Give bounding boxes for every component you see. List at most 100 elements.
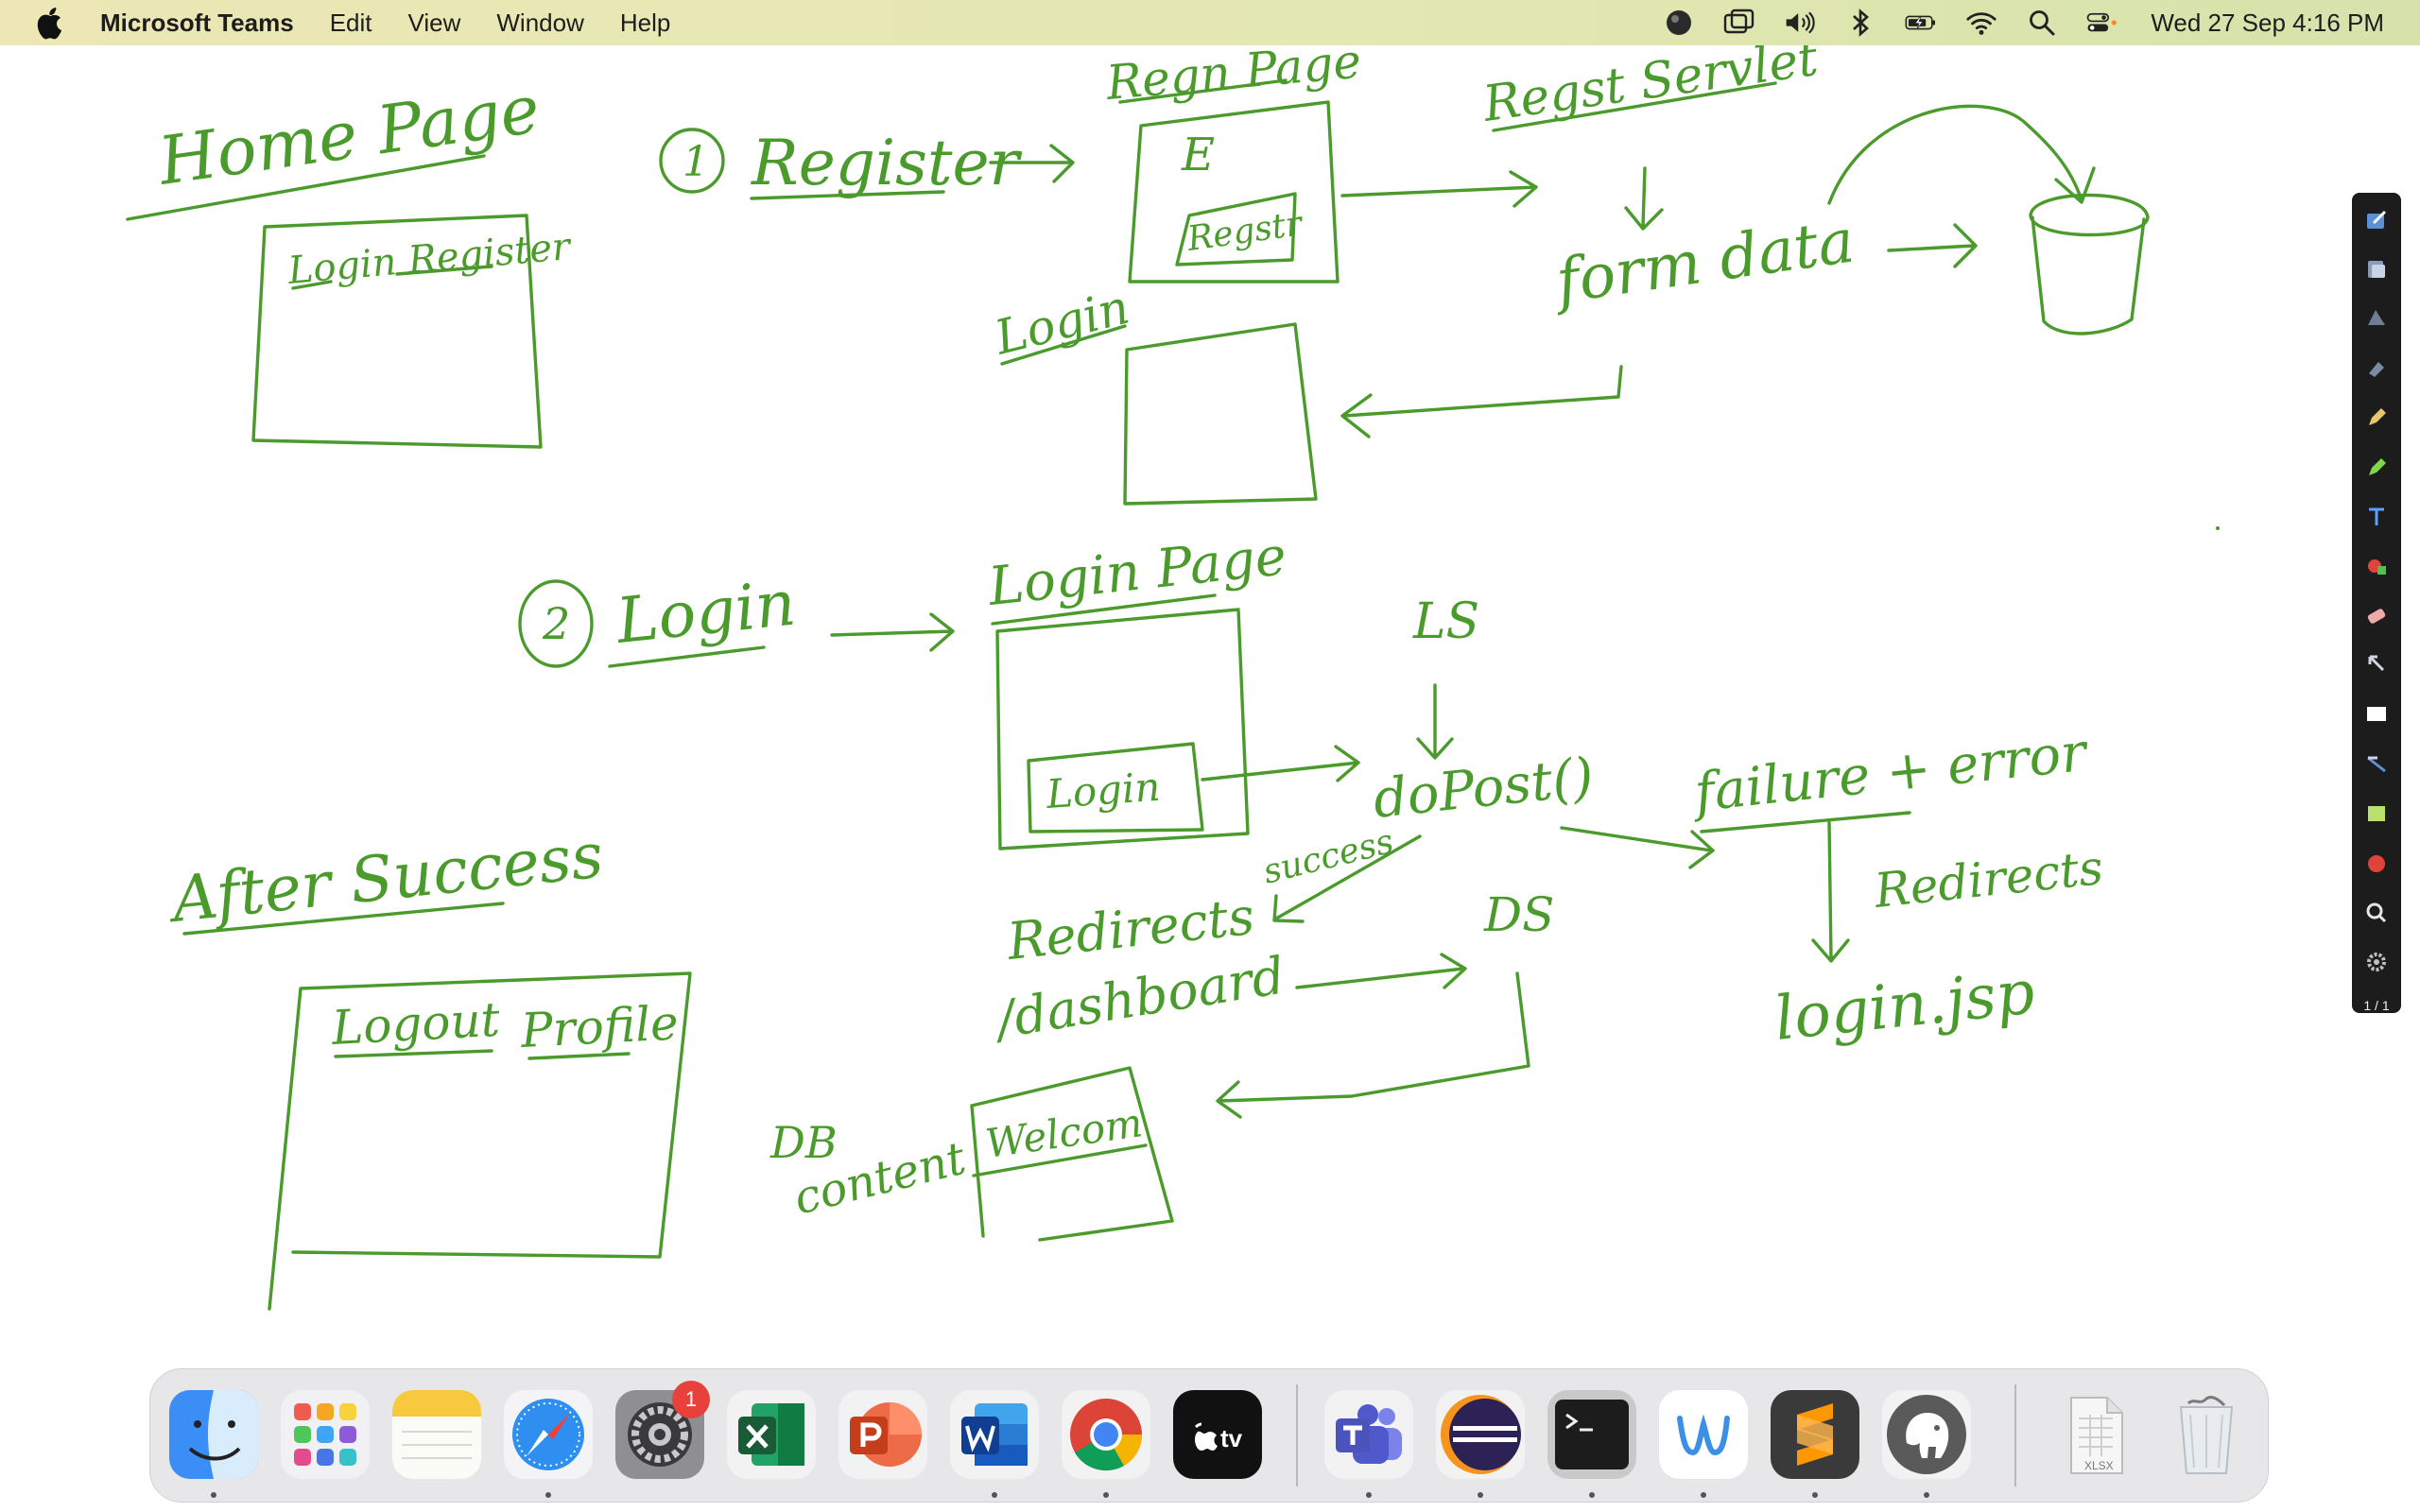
arrow-tool-icon[interactable] [2362,652,2391,678]
after-success-box [268,971,692,1311]
app-name-menu[interactable]: Microsoft Teams [100,8,294,37]
arrow-ls-to-dopost [1416,683,1454,760]
spotlight-search-icon[interactable] [2026,7,2058,39]
launchpad-icon[interactable] [281,1390,370,1479]
tableplus-running-dot [1924,1492,1929,1498]
login-label: Login [613,567,799,658]
dopost-label: doPost() [1371,747,1597,831]
trash-icon[interactable] [2162,1390,2251,1479]
whiteboard-tool-icon[interactable] [2362,702,2391,728]
logout-underline [334,1049,493,1058]
zoom-tool-icon[interactable] [2362,900,2391,925]
logout-label: Logout [330,992,502,1056]
menu-view[interactable]: View [407,8,461,37]
menu-edit[interactable]: Edit [329,8,372,37]
database-cylinder [2029,193,2150,335]
xlsx-file-icon[interactable]: XLSX [2050,1390,2139,1479]
arrow-login-to-page [830,612,955,652]
eclipse-icon[interactable] [1436,1390,1525,1479]
chrome-running-dot [1103,1492,1109,1498]
whiteboard-canvas[interactable]: Home Page Login Register 1 Register Regn… [0,45,2420,1349]
fill-tool-icon[interactable] [2362,355,2391,381]
pen-tool-icon[interactable] [2362,207,2391,232]
teams-running-dot [1366,1492,1372,1498]
curve-to-db [1827,104,2096,205]
webstorm-running-dot [1701,1492,1706,1498]
highlighter-tool-icon[interactable] [2362,455,2391,480]
register-label: Register [751,127,1023,199]
shape-tool-icon[interactable] [2362,306,2391,332]
powerpoint-icon[interactable] [838,1390,927,1479]
safari-icon[interactable] [504,1390,593,1479]
wifi-icon[interactable] [1965,7,1997,39]
profile-label: Profile [519,995,680,1058]
db-label: DB [769,1117,838,1168]
welcome-underline [972,1143,1148,1177]
notes-icon[interactable] [392,1390,481,1479]
after-success-label: After Success [164,819,607,937]
sublime-running-dot [1812,1492,1818,1498]
excel-icon[interactable] [727,1390,816,1479]
record-tool-icon[interactable] [2362,850,2391,876]
dock-separator-1 [1296,1384,1298,1486]
ds-label: DS [1483,887,1554,942]
webstorm-icon[interactable] [1659,1390,1748,1479]
login-button-box [1027,742,1204,833]
eclipse-running-dot [1478,1492,1483,1498]
regn-e-label: E [1181,129,1215,181]
welcome-box [970,1066,1174,1242]
pencil-tool-icon[interactable] [2362,405,2391,431]
screen-mirroring-icon[interactable] [1723,7,1755,39]
menu-help[interactable]: Help [619,8,671,37]
clock[interactable]: Wed 27 Sep 4:16 PM [2151,8,2384,37]
control-center-icon[interactable] [2086,7,2118,39]
register-underline [750,190,945,200]
chrome-icon[interactable] [1062,1390,1150,1479]
home-page-underline [126,154,486,221]
screen-record-icon[interactable] [1663,7,1695,39]
volume-icon[interactable] [1784,7,1816,39]
login-button-label: Login [1044,764,1162,817]
word-icon[interactable] [950,1390,1039,1479]
terminal-icon[interactable] [1547,1390,1636,1479]
login-side-underline [1000,324,1127,366]
finder-icon[interactable] [169,1390,258,1479]
failure-label: failure + error [1688,721,2092,824]
rectangle-tool-icon[interactable] [2362,801,2391,827]
login-side-box [1123,322,1318,506]
system-settings-badge: 1 [672,1381,710,1418]
arrow-failure-to-loginjsp [1811,820,1850,963]
text-tool-icon[interactable] [2362,504,2391,529]
safari-running-dot [545,1492,551,1498]
finder-running-dot [211,1492,216,1498]
arrow-login-button-to-dopost [1201,745,1360,782]
arrow-servlet-to-formdata [1624,166,1664,231]
after-success-underline [182,902,505,936]
login-underline [608,645,766,668]
apple-tv-icon[interactable]: tv [1173,1390,1262,1479]
tableplus-icon[interactable] [1882,1390,1971,1479]
servlet-underline [1492,81,1777,132]
sublime-text-icon[interactable] [1771,1390,1859,1479]
system-settings-icon[interactable] [615,1390,704,1479]
annotation-toolbar: 1 / 1 [2352,193,2401,1013]
settings-gear-icon[interactable] [2362,950,2391,975]
tv-label: tv [1220,1424,1243,1452]
arrow-regn-to-servlet [1340,170,1538,208]
menu-bar: Microsoft Teams Edit View Window Help We… [0,0,2420,45]
layers-tool-icon[interactable] [2362,256,2391,282]
bluetooth-icon[interactable] [1844,7,1876,39]
welcome-label: Welcom [983,1099,1146,1167]
regn-page-label: Regn Page [1103,45,1363,111]
menu-window[interactable]: Window [496,8,584,37]
microsoft-teams-icon[interactable] [1324,1390,1413,1479]
color-tool-icon[interactable] [2362,554,2391,579]
status-area: Wed 27 Sep 4:16 PM [1663,0,2384,45]
apple-menu-icon[interactable] [34,4,66,42]
line-tool-icon[interactable] [2362,751,2391,777]
battery-charging-icon[interactable] [1905,7,1937,39]
step-1-circle [659,128,725,194]
login-side-label: Login [989,280,1134,366]
eraser-tool-icon[interactable] [2362,603,2391,628]
login-jsp-label: login.jsp [1772,958,2038,1055]
